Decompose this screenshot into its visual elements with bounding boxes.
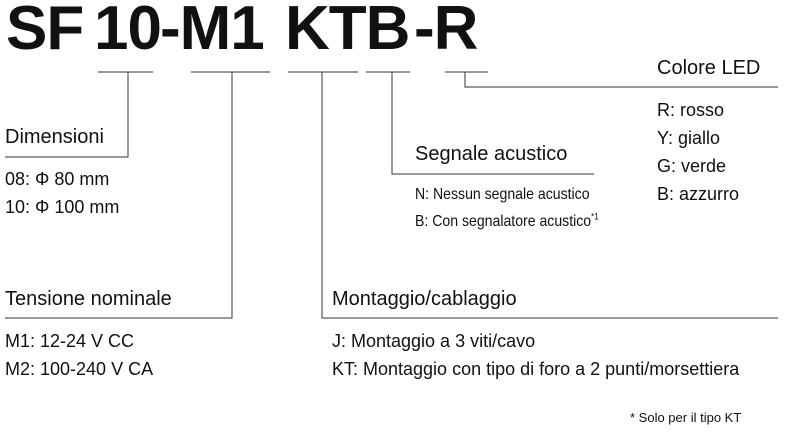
voltage-title: Tensione nominale	[5, 288, 172, 310]
mounting-title: Montaggio/cablaggio	[332, 288, 517, 310]
size-option-08: 08: Φ 80 mm	[5, 169, 110, 189]
leader-mounting	[321, 72, 778, 319]
led-option-y: Y: giallo	[657, 128, 721, 148]
leader-led	[464, 72, 778, 88]
footnote: * Solo per il tipo KT	[630, 410, 742, 425]
code-segment-led: -R	[414, 0, 478, 63]
buzzer-option-n: N: Nessun segnale acustico	[415, 186, 590, 203]
code-segment-size: 10	[94, 0, 162, 63]
led-option-r: R: rosso	[657, 100, 725, 120]
voltage-option-m2: M2: 100-240 V CA	[5, 359, 154, 379]
leader-voltage	[5, 72, 233, 319]
buzzer-title: Segnale acustico	[415, 143, 568, 165]
led-option-g: G: verde	[657, 156, 727, 176]
buzzer-option-b: B: Con segnalatore acustico*1	[415, 211, 599, 231]
size-title: Dimensioni	[5, 126, 104, 148]
mounting-option-kt: KT: Montaggio con tipo di foro a 2 punti…	[332, 359, 740, 379]
leader-buzzer	[391, 72, 594, 175]
footnote-mark: *1	[591, 211, 599, 222]
led-option-b: B: azzurro	[657, 184, 740, 204]
code-segment-voltage: -M1	[160, 0, 265, 63]
led-title: Colore LED	[657, 57, 761, 79]
buzzer-option-b-label: B: Con segnalatore acustico	[415, 213, 592, 230]
size-option-10: 10: Φ 100 mm	[5, 197, 120, 217]
code-segment-mounting: KTB	[285, 0, 410, 63]
voltage-option-m1: M1: 12-24 V CC	[5, 331, 135, 351]
code-segment-series: SF	[6, 0, 84, 63]
leader-size	[5, 72, 129, 158]
mounting-option-j: J: Montaggio a 3 viti/cavo	[332, 331, 536, 351]
